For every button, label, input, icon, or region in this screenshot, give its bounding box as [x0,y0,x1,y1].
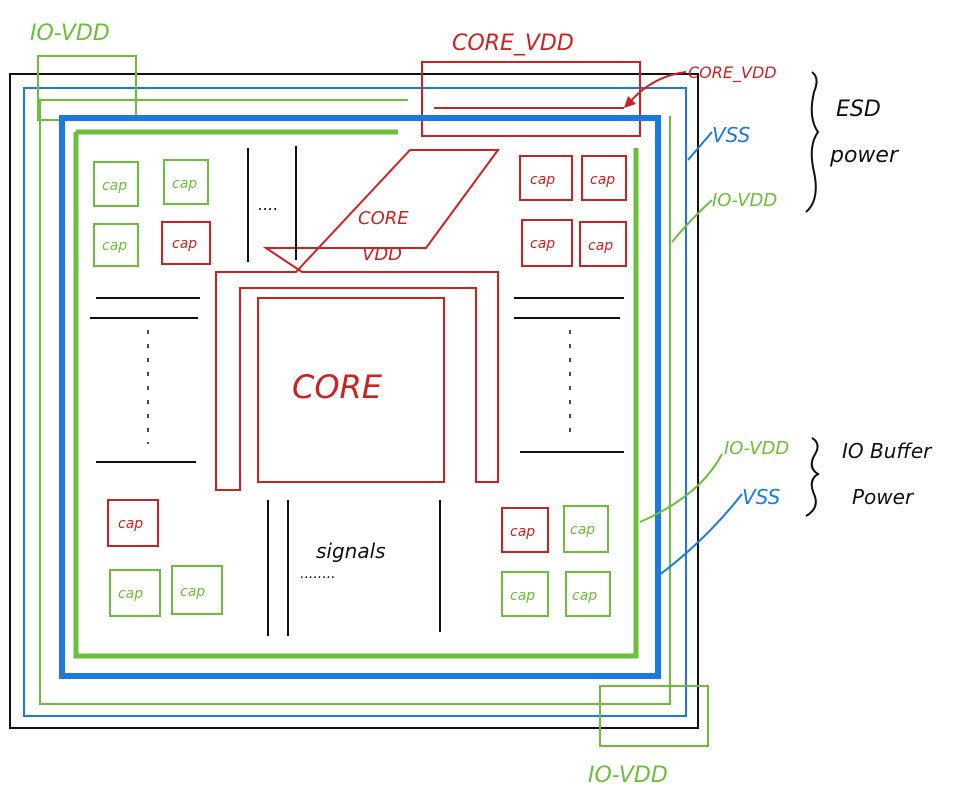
io-vdd-pad-bottom [599,685,709,747]
cap-label: cap [172,176,197,192]
die-boundary [9,73,699,729]
signals-label: signals [316,539,386,563]
cap-cell [519,155,573,201]
cap-cell [565,571,611,617]
cap-label: cap [530,172,555,188]
io-vdd-right-top-label: IO-VDD [712,190,777,211]
io-vdd-right-bottom-label: IO-VDD [724,438,789,459]
cap-label: cap [510,588,535,604]
cap-cell [501,507,549,553]
cap-cell [109,569,161,617]
vss-top-arrow [687,131,713,161]
vss-top-label: VSS [712,123,751,147]
iobuf-label-line1: IO Buffer [842,439,933,463]
core-vdd-pad [421,61,641,137]
esd-label-line1: ESD [836,97,881,122]
io-vdd-bottom-label: IO-VDD [588,763,668,788]
cap-cell [563,505,609,553]
esd-vss-ring [23,87,687,717]
signal-lines-right [514,297,624,453]
cap-label: cap [570,522,595,538]
cap-label: cap [118,516,143,532]
core-vdd-arrow-label: CORE_VDD [688,63,777,83]
core-vdd-feed [215,149,500,491]
io-buffer-vss-ring [59,115,661,679]
cap-cell [163,159,209,205]
cap-cell [107,499,159,547]
signals-dots: ........ [300,566,336,582]
cap-label: cap [118,586,143,602]
core-vdd-arrowhead [624,96,636,108]
core-vdd-top-label: CORE_VDD [452,31,574,56]
core-block [257,297,445,483]
core-label: CORE [292,368,383,406]
cap-cells: cap cap cap cap cap cap cap cap cap cap … [93,155,627,617]
io-vdd-top-label: IO-VDD [30,21,110,46]
iobuf-label-line2: Power [852,485,915,509]
cap-cell [501,571,549,617]
cap-label: cap [572,588,597,604]
cap-label: cap [590,172,615,188]
io-vdd-right-top-arrow [671,199,713,243]
cap-cell [171,565,223,615]
core-vdd-center-line2: VDD [362,244,402,265]
cap-label: cap [180,584,205,600]
cap-label: cap [510,524,535,540]
io-buffer-io-vdd-ring [73,129,639,659]
core-vdd-center-line1: CORE [358,208,409,229]
signal-lines-bottom [267,500,441,636]
esd-io-vdd-ring [38,99,671,705]
esd-brace [805,71,820,213]
cap-cell [521,219,573,267]
signal-lines-top [247,146,297,262]
cap-label: cap [588,238,613,254]
signal-dots-top: .... [258,195,278,214]
core-vdd-arrow [627,71,687,105]
cap-cell [93,161,139,207]
cap-label: cap [172,236,197,252]
iobuf-brace [805,437,820,517]
cap-cell [581,155,627,201]
cap-cell [579,221,627,267]
cap-label: cap [102,238,127,254]
esd-label-line2: power [829,143,900,168]
cap-cell [93,223,139,267]
cap-cell [161,221,211,265]
cap-label: cap [530,236,555,252]
vss-bottom-arrow [657,493,743,577]
signal-lines-left [90,297,200,463]
vss-bottom-label: VSS [742,485,781,509]
cap-label: cap [102,178,127,194]
io-vdd-right-bottom-arrow [639,453,723,523]
